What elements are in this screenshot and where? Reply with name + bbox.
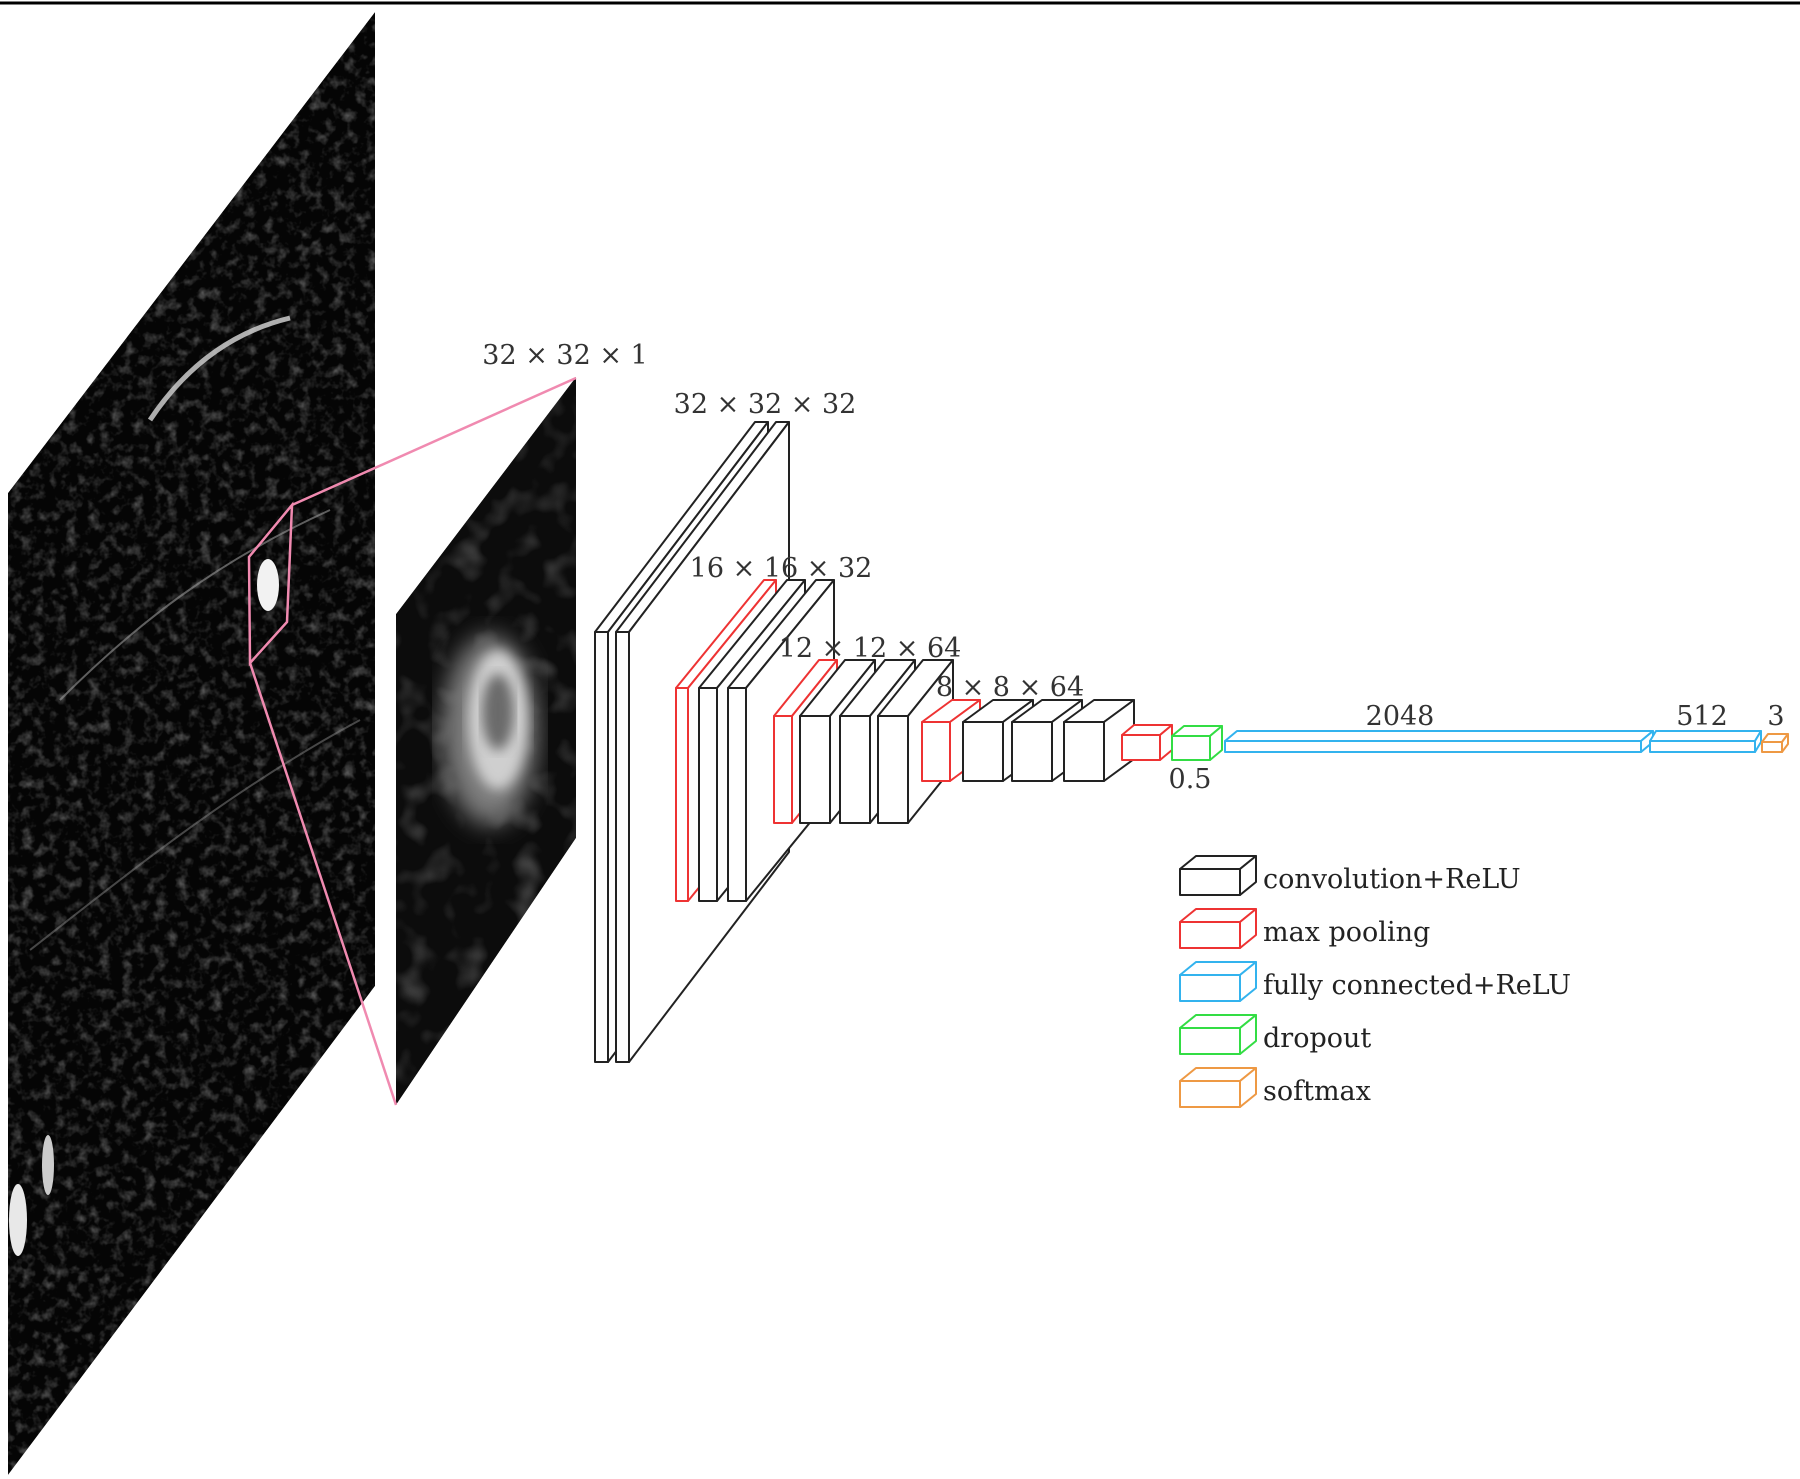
- fc2-bar: [1649, 730, 1762, 753]
- legend-conv-label: convolution+ReLU: [1263, 864, 1521, 895]
- label-conv4-size: 8 × 8 × 64: [936, 672, 1084, 703]
- legend-softmax-icon: [1179, 1067, 1257, 1108]
- legend-pool-icon: [1179, 908, 1257, 949]
- dropout-box: [1171, 725, 1223, 761]
- label-conv2-size: 16 × 16 × 32: [690, 553, 873, 584]
- softmax-box: [1761, 733, 1789, 753]
- legend-conv-icon: [1179, 855, 1257, 896]
- fc1-bar: [1224, 730, 1654, 753]
- legend-dropout-icon: [1179, 1014, 1257, 1055]
- legend: convolution+ReLU max pooling fully connect…: [1179, 855, 1571, 1108]
- legend-fc-icon: [1179, 961, 1257, 1002]
- zoom-connector: [247, 376, 577, 1106]
- input-patch: [396, 377, 576, 1105]
- label-input-size: 32 × 32 × 1: [482, 340, 647, 371]
- legend-dropout-label: dropout: [1263, 1023, 1371, 1054]
- input-image: [8, 12, 375, 1475]
- label-fc2-size: 512: [1676, 701, 1728, 732]
- conv4-box-a: [962, 699, 1034, 782]
- label-output-size: 3: [1767, 701, 1784, 732]
- label-conv3-size: 12 × 12 × 64: [779, 633, 962, 664]
- legend-softmax-label: softmax: [1263, 1076, 1371, 1107]
- network-blocks: [594, 421, 1789, 1063]
- label-fc1-size: 2048: [1366, 701, 1435, 732]
- label-dropout-rate: 0.5: [1169, 764, 1212, 795]
- legend-fc-label: fully connected+ReLU: [1263, 970, 1571, 1001]
- legend-pool-label: max pooling: [1263, 917, 1430, 948]
- label-conv1-size: 32 × 32 × 32: [674, 389, 857, 420]
- pool4-box: [1121, 724, 1173, 761]
